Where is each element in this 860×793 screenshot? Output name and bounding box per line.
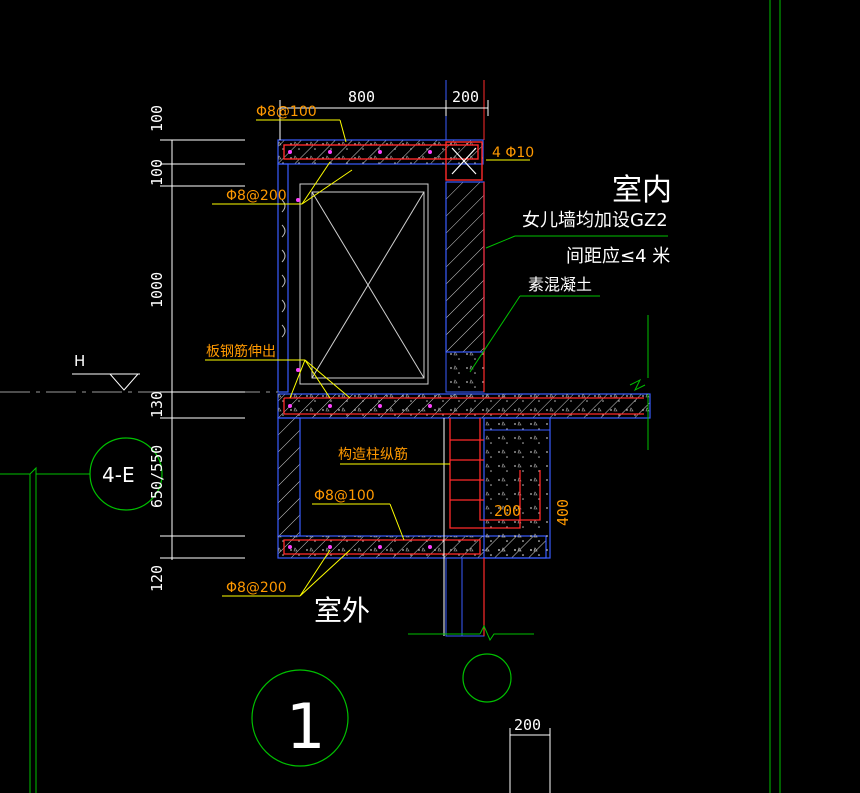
- callout-upper-rebar: Φ8@200: [226, 188, 287, 204]
- parapet-wall: [445, 181, 485, 393]
- note-texts: 室内 室外 女儿墙均加设GZ2 间距应≤4 米 素混凝土 H 4-E 1: [74, 173, 672, 763]
- plain-concrete-label: 素混凝土: [528, 275, 592, 294]
- dim-vert-1: 100: [148, 105, 166, 132]
- dim-vert-6: 120: [148, 565, 166, 592]
- dim-inner-400: 400: [554, 499, 572, 526]
- note-leaders: [469, 235, 668, 373]
- dim-top-wall: 200: [452, 88, 479, 106]
- parapet-note-1: 女儿墙均加设GZ2: [522, 210, 668, 231]
- dim-top-width: 800: [348, 88, 375, 106]
- middle-slab: [0, 315, 651, 450]
- grid-ref-label: 4-E: [102, 463, 135, 487]
- box-left-face: [277, 163, 289, 393]
- triangle-elevation-icon: [72, 373, 140, 391]
- detail-number-label: 1: [286, 690, 325, 763]
- callout-lower-slab-rebar: Φ8@100: [314, 488, 375, 504]
- circle-detail-number-icon: [251, 669, 349, 767]
- dim-vert-5: 650/550: [148, 445, 166, 508]
- inner-dimension-texts: 200 400: [494, 499, 572, 526]
- rebar-dots: [288, 150, 432, 549]
- callout-corner-column: 4 Φ10: [492, 145, 534, 161]
- elevation-label: H: [74, 352, 85, 370]
- dim-vert-3: 1000: [148, 272, 166, 308]
- circle-grid-bubble-icon: [89, 437, 163, 511]
- corner-column: [445, 141, 483, 181]
- dimension-texts: 800 200 100 100 1000 130 650/550 120 200: [148, 88, 541, 734]
- window-opening: [299, 183, 429, 385]
- callout-top-slab-rebar: Φ8@100: [256, 104, 317, 120]
- callout-texts: Φ8@100 Φ8@200 4 Φ10 板钢筋伸出 构造柱纵筋 Φ8@100 Φ…: [206, 104, 534, 596]
- label-indoor: 室内: [612, 173, 672, 208]
- dimension-lines: [160, 100, 551, 793]
- dim-vert-2: 100: [148, 159, 166, 186]
- label-outdoor: 室外: [314, 594, 370, 627]
- lower-box: [277, 80, 551, 642]
- dim-vert-4: 130: [148, 391, 166, 418]
- right-border-lines: [769, 0, 781, 793]
- small-grid-bubble-icon: [462, 653, 512, 703]
- callout-slab-rebar-extend: 板钢筋伸出: [206, 343, 276, 360]
- callout-bottom-rebar: Φ8@200: [226, 580, 287, 596]
- top-cap-slab: [277, 139, 484, 165]
- leader-lines: [205, 119, 530, 597]
- grid-lines: [0, 466, 90, 793]
- dim-inner-200: 200: [494, 502, 521, 520]
- parapet-note-2: 间距应≤4 米: [566, 246, 670, 267]
- dim-bottom-200: 200: [514, 716, 541, 734]
- callout-column-long-rebar: 构造柱纵筋: [338, 446, 408, 463]
